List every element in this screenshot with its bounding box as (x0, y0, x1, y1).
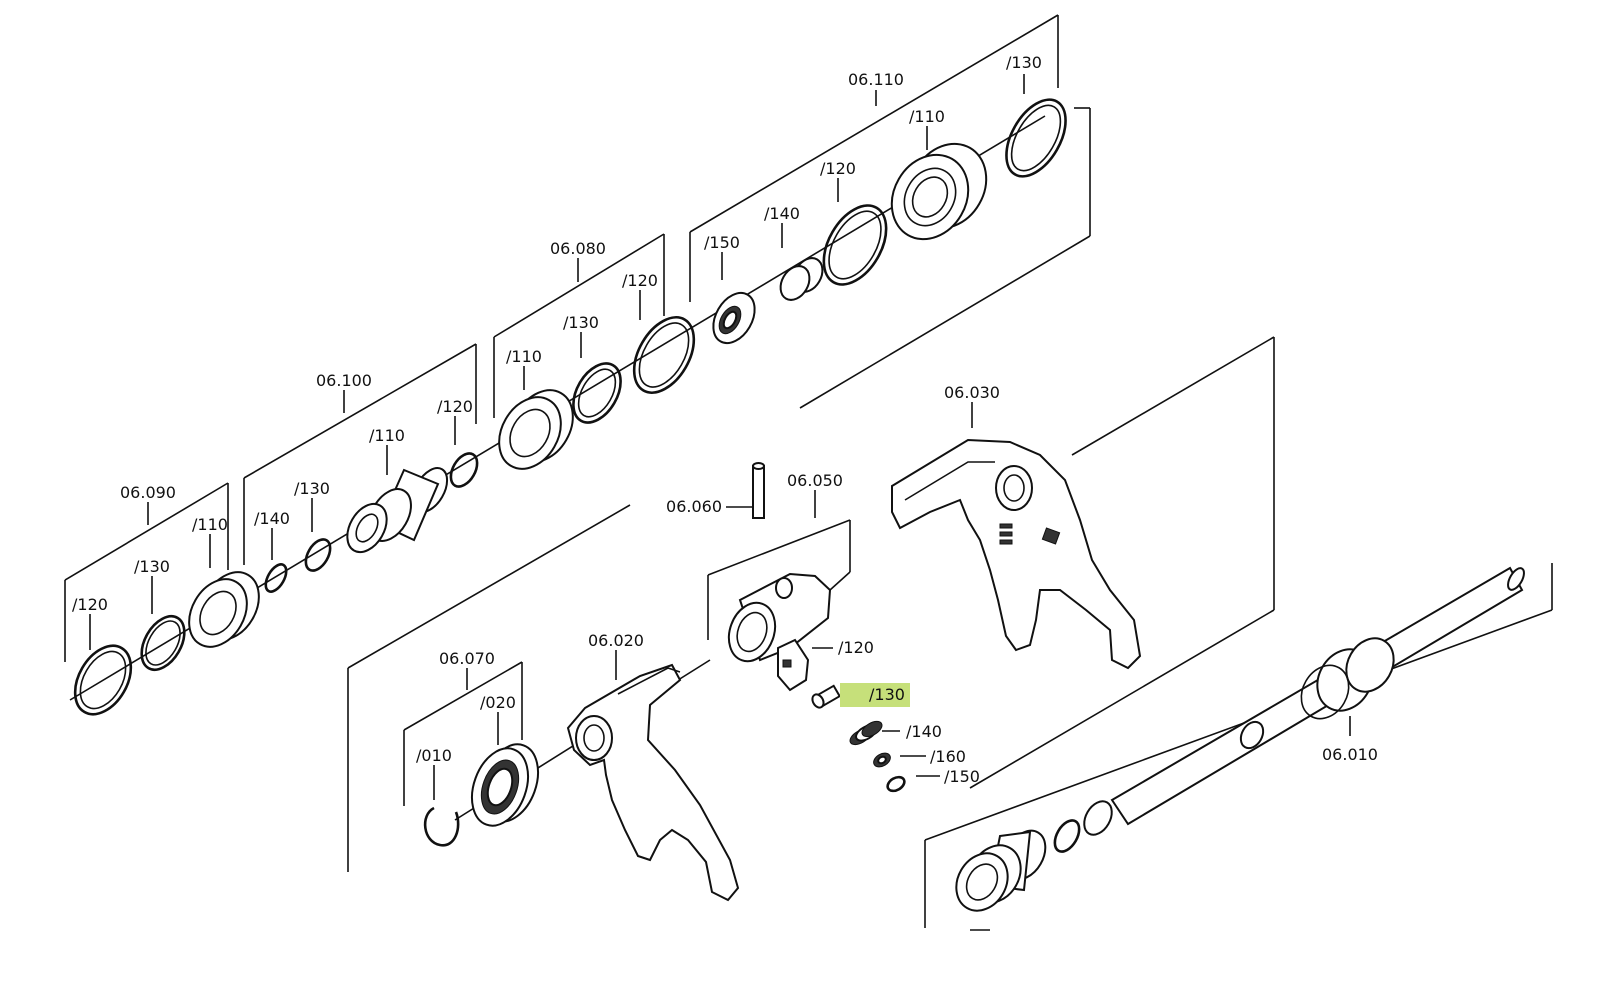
label-06050-140: /140 (906, 722, 942, 741)
group-frame-06010 (924, 563, 1553, 931)
part-06100-130-oring (304, 538, 332, 572)
part-06110-150-seal (712, 291, 756, 345)
label-06010: 06.010 (1322, 745, 1378, 764)
part-06080-110-bearing (498, 389, 574, 470)
label-06100-140: /140 (254, 509, 290, 528)
label-06090: 06.090 (120, 483, 176, 502)
group-frame-06090 (64, 482, 229, 662)
label-06110-140: /140 (764, 204, 800, 223)
label-06090-130: /130 (134, 557, 170, 576)
label-06060: 06.060 (666, 497, 722, 516)
part-06090-130-oring (140, 615, 186, 671)
part-06050-140-spring (849, 720, 883, 746)
part-06070-010-snap-ring (423, 806, 460, 847)
part-06020-shift-fork (566, 663, 740, 902)
label-06100-110: /110 (369, 426, 405, 445)
label-06080-120: /120 (622, 271, 658, 290)
part-06010-oring (1053, 819, 1081, 853)
label-06050: 06.050 (787, 471, 843, 490)
label-06100-130: /130 (294, 479, 330, 498)
label-06050-130: /130 (869, 685, 905, 704)
part-06100-120-oring (449, 452, 479, 488)
part-06030-shift-fork (891, 438, 1142, 670)
group-frame-06050 (707, 519, 851, 640)
part-06080-130-oring (572, 362, 622, 424)
label-06100-120: /120 (437, 397, 473, 416)
group-frame-06100 (243, 343, 477, 565)
label-06100: 06.100 (316, 371, 372, 390)
label-06030: 06.030 (944, 383, 1000, 402)
label-06050-160: /160 (930, 747, 966, 766)
label-06020: 06.020 (588, 631, 644, 650)
part-06110-130-oring (1005, 98, 1067, 178)
label-06080-110: /110 (506, 347, 542, 366)
part-06110-120-oring (822, 204, 888, 286)
part-06110-140-bushing (779, 257, 824, 301)
part-06090-120-oring (73, 644, 133, 716)
group-frame-06110 (689, 14, 1091, 409)
label-06070-010: /010 (416, 746, 452, 765)
callout-highlight (840, 683, 910, 707)
label-06110-130: /130 (1006, 53, 1042, 72)
part-06100-140-clip (264, 563, 288, 593)
part-06050-shift-block (727, 572, 832, 692)
callout-labels: 06.110 /130 /110 /120 /140 /150 06.080 /… (72, 53, 1378, 786)
label-06090-110: /110 (192, 515, 228, 534)
label-06080-130: /130 (563, 313, 599, 332)
label-06110-120: /120 (820, 159, 856, 178)
part-06100-110-sleeve (346, 467, 449, 554)
label-06080: 06.080 (550, 239, 606, 258)
leader-lines (89, 74, 1351, 800)
part-06080-120-oring (632, 316, 696, 394)
label-06110: 06.110 (848, 70, 904, 89)
part-06010-end-coupling (955, 829, 1047, 912)
part-06110-110-bearing (890, 142, 988, 241)
label-06050-120: /120 (838, 638, 874, 657)
part-06070-020-bearing (470, 743, 540, 827)
part-06050-130-detent-plunger (811, 684, 842, 709)
part-06050-150-circlip (886, 775, 906, 793)
part-06010-shift-rail (1083, 566, 1525, 836)
group-frame-06030 (347, 336, 1275, 872)
group-frame-06070 (403, 661, 523, 806)
part-06060-pin (752, 462, 765, 519)
label-06070-020: /020 (480, 693, 516, 712)
label-06070: 06.070 (439, 649, 495, 668)
group-frame-06080 (493, 233, 665, 418)
label-06090-120: /120 (72, 595, 108, 614)
label-06110-110: /110 (909, 107, 945, 126)
label-06110-150: /150 (704, 233, 740, 252)
part-06050-160-washer (873, 752, 891, 768)
part-06090-110-bearing (188, 571, 260, 648)
label-06050-150: /150 (944, 767, 980, 786)
